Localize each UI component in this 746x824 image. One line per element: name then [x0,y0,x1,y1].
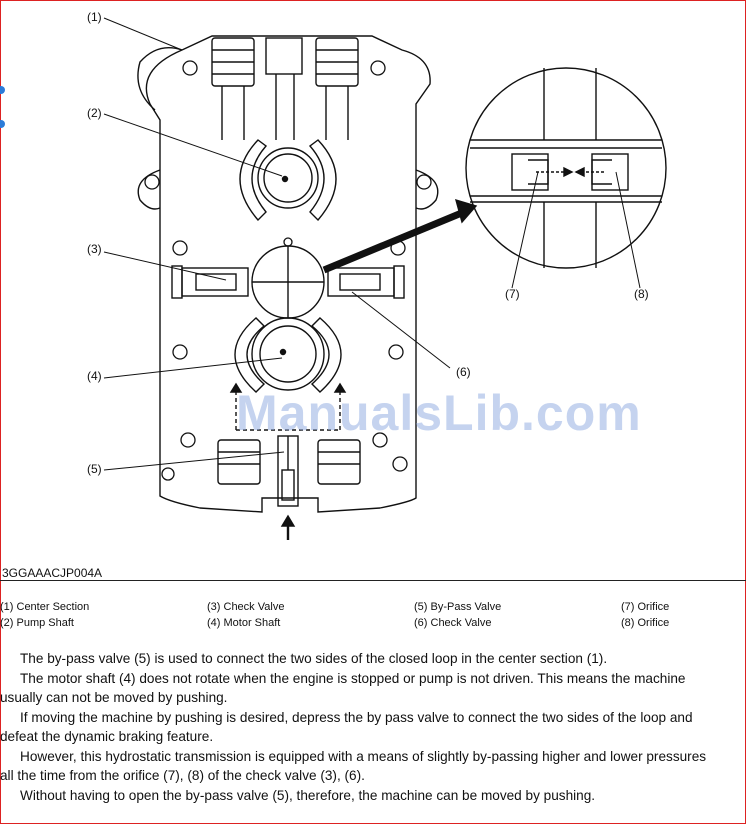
legend-item: (2) Pump Shaft [0,617,74,629]
center-section-figure: (1) (2) (3) (4) (5) (6) (7) (8) ManualsL… [2,10,667,580]
bolt-hole [388,344,404,360]
housing-ear-left [137,47,183,111]
bottom-port-left [217,439,261,485]
bolt-hole [172,240,188,256]
paragraph-line: all the time from the orifice (7), (8) o… [0,768,365,783]
legend-item: (8) Orifice [621,617,670,629]
bolt-hole [161,467,175,481]
paragraph-line: usually can not be moved by pushing. [0,690,228,705]
watermark: ManualsLib.com [236,385,642,441]
check-valve-area [171,245,405,319]
bolt-hole [182,60,198,76]
bolt-hole [144,174,160,190]
callout-8: (8) [634,287,649,301]
leader-lines [103,17,641,471]
callout-6: (6) [456,365,471,379]
legend-item: (7) Orifice [621,601,670,613]
housing-outline [145,35,431,513]
kidney-port-left [239,139,268,222]
legend-item: (3) Check Valve [207,601,285,613]
kidney-port-right [308,139,337,222]
paragraph-line: The motor shaft (4) does not rotate when… [20,670,686,686]
motor-shaft-area [234,317,342,393]
nav-bullet-1[interactable] [0,86,5,94]
bolt-hole [283,237,293,247]
top-center-port [265,37,303,140]
body-text: The by-pass valve (5) is used to connect… [0,649,746,805]
callout-5: (5) [87,462,102,476]
by-pass-valve [277,435,299,507]
figure-code: 3GGAAACJP004A [2,566,103,580]
legend-item: (4) Motor Shaft [207,617,281,629]
bolt-hole [180,432,196,448]
legend-item: (1) Center Section [0,601,90,613]
callout-4: (4) [87,369,102,383]
paragraph-line: The by-pass valve (5) is used to connect… [20,651,608,666]
detail-pointer [322,208,466,274]
section-divider [0,580,746,581]
motor-shaft [259,325,317,383]
detail-view [465,67,667,269]
bolt-hole [392,456,408,472]
kidney-port-lower-left [234,317,266,393]
kidney-port-lower-right [310,317,342,393]
legend-item: (6) Check Valve [414,617,492,629]
paragraph-line: defeat the dynamic braking feature. [0,729,214,744]
legend-item: (5) By-Pass Valve [414,601,502,613]
bottom-port-right [317,439,361,485]
paragraph-line: However, this hydrostatic transmission i… [20,748,707,764]
bolt-hole [416,174,432,190]
check-valve-right [327,267,395,297]
paragraph-line: Without having to open the by-pass valve… [20,787,596,803]
bolt-hole [172,344,188,360]
bolt-hole [370,60,386,76]
pump-shaft-area [239,139,337,222]
callout-7: (7) [505,287,520,301]
detail-circle [465,67,667,269]
pump-shaft [263,153,313,203]
callout-3: (3) [87,242,102,256]
nav-bullet-2[interactable] [0,120,5,128]
top-port-right [315,37,359,140]
center-section-diagram [103,17,667,540]
top-port-left [211,37,255,140]
paragraph-line: If moving the machine by pushing is desi… [20,709,693,725]
bolt-hole [372,432,388,448]
callout-2: (2) [87,106,102,120]
callout-1: (1) [87,10,102,24]
flow-arrows [235,386,341,431]
